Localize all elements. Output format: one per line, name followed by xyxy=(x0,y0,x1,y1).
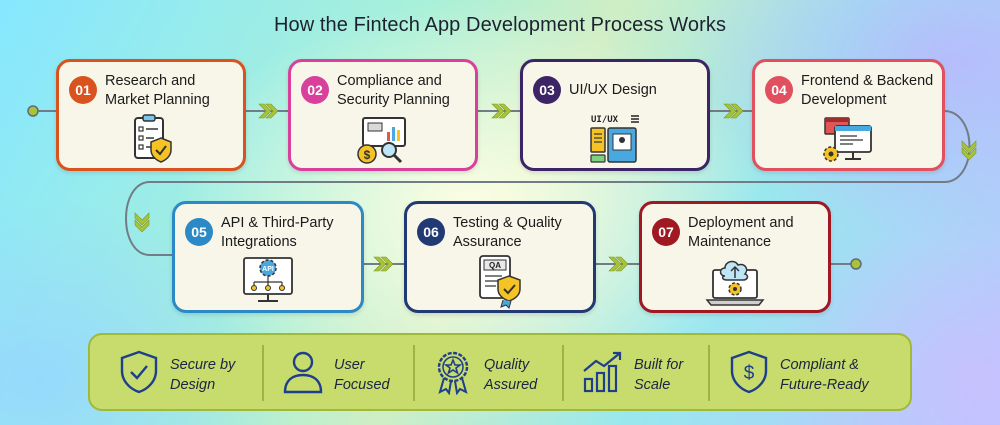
divider xyxy=(262,345,264,401)
award-star-icon xyxy=(430,349,476,395)
start-dot xyxy=(27,105,39,117)
step-card-compliance: 02 Compliance and Security Planning $ xyxy=(288,59,478,171)
cloud-laptop-gear-icon xyxy=(703,254,767,310)
feature-bar: Secure by Design User Focused Quality As… xyxy=(88,333,912,411)
chevron-down-icon xyxy=(134,212,150,226)
chevron-right-icon xyxy=(258,103,272,119)
step-title: API & Third-Party Integrations xyxy=(221,215,334,250)
feature-label: Secure by Design xyxy=(170,357,236,393)
presentation-magnifier-icon: $ xyxy=(351,112,415,168)
chevron-right-icon xyxy=(498,103,512,119)
step-title: UI/UX Design xyxy=(569,82,657,98)
chevron-right-icon xyxy=(380,256,394,272)
step-card-testing: 06 Testing & Quality Assurance QA xyxy=(404,201,596,313)
divider xyxy=(413,345,415,401)
shield-dollar-icon: $ xyxy=(726,349,772,395)
api-network-icon: API xyxy=(236,254,300,310)
ui-ux-layout-icon: UI/UX xyxy=(583,112,647,168)
svg-text:API: API xyxy=(262,266,274,273)
feature-label: Compliant & Future-Ready xyxy=(780,357,869,393)
chevron-down-icon xyxy=(961,140,977,154)
step-title: Frontend & Backend Development xyxy=(801,73,934,108)
step-title: Deployment and Maintenance xyxy=(688,215,794,250)
step-number: 07 xyxy=(652,218,680,246)
shield-check-icon xyxy=(116,349,162,395)
feature-label: Quality Assured xyxy=(484,357,538,393)
chevron-right-icon xyxy=(265,103,279,119)
chevron-right-icon xyxy=(723,103,737,119)
step-number: 01 xyxy=(69,76,97,104)
step-title: Testing & Quality Assurance xyxy=(453,215,562,250)
qa-checklist-badge-icon: QA xyxy=(468,254,532,310)
chevron-down-icon xyxy=(961,147,977,161)
step-card-development: 04 Frontend & Backend Development xyxy=(752,59,945,171)
step-number: 03 xyxy=(533,76,561,104)
step-title: Compliance and Security Planning xyxy=(337,73,450,108)
page-title: How the Fintech App Development Process … xyxy=(273,14,727,36)
chevron-down-icon xyxy=(134,219,150,233)
chevron-right-icon xyxy=(608,256,622,272)
step-number: 02 xyxy=(301,76,329,104)
divider xyxy=(708,345,710,401)
step-card-deployment: 07 Deployment and Maintenance xyxy=(639,201,831,313)
step-card-api: 05 API & Third-Party Integrations API xyxy=(172,201,364,313)
divider xyxy=(562,345,564,401)
user-icon xyxy=(280,349,326,395)
svg-text:$: $ xyxy=(744,363,755,384)
step-card-uiux: 03 UI/UX Design UI/UX xyxy=(520,59,710,171)
chevron-right-icon xyxy=(373,256,387,272)
svg-text:$: $ xyxy=(364,148,371,162)
feature-label: User Focused xyxy=(334,357,390,393)
chevron-right-icon xyxy=(615,256,629,272)
growth-chart-icon xyxy=(580,349,626,395)
code-monitor-gear-icon xyxy=(817,112,881,168)
step-number: 04 xyxy=(765,76,793,104)
step-card-research: 01 Research and Market Planning xyxy=(56,59,246,171)
step-title: Research and Market Planning xyxy=(105,73,210,108)
clipboard-shield-icon xyxy=(119,112,183,168)
step-number: 05 xyxy=(185,218,213,246)
svg-text:QA: QA xyxy=(489,261,501,270)
feature-label: Built for Scale xyxy=(634,357,684,393)
svg-text:UI/UX: UI/UX xyxy=(591,115,619,125)
end-dot xyxy=(850,258,862,270)
chevron-right-icon xyxy=(491,103,505,119)
step-number: 06 xyxy=(417,218,445,246)
chevron-right-icon xyxy=(730,103,744,119)
